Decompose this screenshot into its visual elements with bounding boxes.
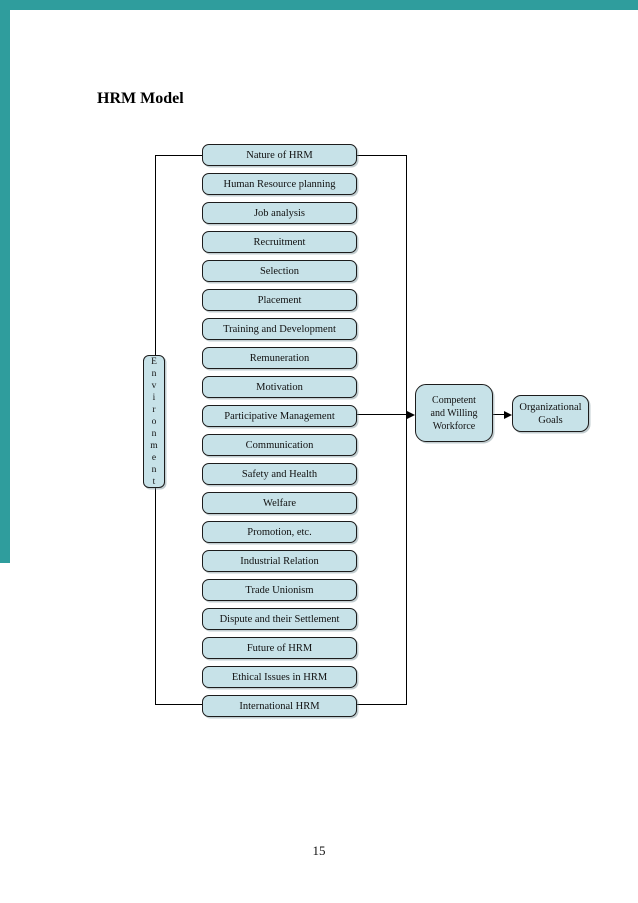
process-box: Trade Unionism <box>202 579 357 601</box>
process-box: Ethical Issues in HRM <box>202 666 357 688</box>
arrow-right-icon <box>504 410 512 419</box>
process-box: Welfare <box>202 492 357 514</box>
process-box: Training and Development <box>202 318 357 340</box>
process-box: Selection <box>202 260 357 282</box>
connector-left-bottom-line <box>155 704 203 705</box>
process-box: Motivation <box>202 376 357 398</box>
process-box: Future of HRM <box>202 637 357 659</box>
process-box: Remuneration <box>202 347 357 369</box>
process-box: Safety and Health <box>202 463 357 485</box>
process-box: Nature of HRM <box>202 144 357 166</box>
arrow-to-workforce-line <box>357 414 408 415</box>
process-box: Promotion, etc. <box>202 521 357 543</box>
process-box: International HRM <box>202 695 357 717</box>
process-box: Placement <box>202 289 357 311</box>
arrow-right-icon <box>407 410 415 419</box>
workforce-box: Competent and Willing Workforce <box>415 384 493 442</box>
process-box: Job analysis <box>202 202 357 224</box>
process-box: Participative Management <box>202 405 357 427</box>
process-box: Dispute and their Settlement <box>202 608 357 630</box>
connector-left-top-line <box>155 155 203 156</box>
process-box: Recruitment <box>202 231 357 253</box>
process-box: Communication <box>202 434 357 456</box>
process-box: Industrial Relation <box>202 550 357 572</box>
connector-right-top-line <box>357 155 407 156</box>
environment-box: E n v i r o n m e n t <box>143 355 165 488</box>
process-box: Human Resource planning <box>202 173 357 195</box>
organizational-goals-box: Organizational Goals <box>512 395 589 432</box>
connector-right-bottom-line <box>357 704 407 705</box>
page-title: HRM Model <box>97 90 184 107</box>
page-number: 15 <box>312 843 326 858</box>
connector-right-vertical-line <box>406 155 407 704</box>
viewer-top-edge-bar <box>0 0 638 10</box>
arrow-to-goals-line <box>493 414 506 415</box>
viewer-left-edge-bar <box>0 10 10 563</box>
